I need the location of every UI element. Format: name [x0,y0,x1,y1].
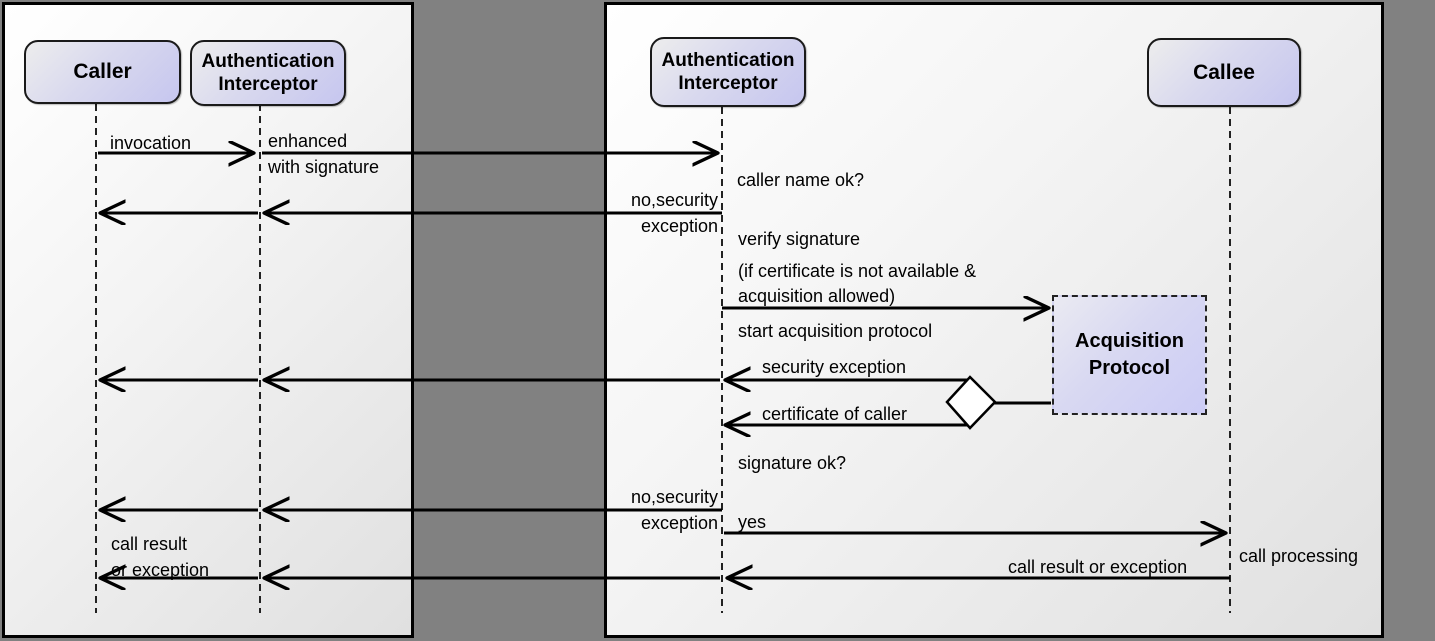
label-certificate-condition: (if certificate is not available & acqui… [738,261,977,306]
label-invocation: invocation [110,133,192,153]
participant-caller: Caller [24,40,181,104]
label-call-result-or-exception-right: call result or exception [1008,557,1188,577]
left-system-panel [2,2,414,638]
label-yes: yes [738,512,767,532]
label-enhanced-with-signature: enhanced with signature [268,131,380,177]
label-call-processing: call processing [1239,546,1359,566]
label-security-exception: security exception [762,357,907,377]
label-no-security-exception-top: no,security exception [630,190,718,236]
label-no-security-exception-bottom: no,security exception [630,487,718,533]
participant-auth-interceptor-left: Authentication Interceptor [190,40,346,106]
label-certificate-of-caller: certificate of caller [762,404,908,424]
participant-callee: Callee [1147,38,1301,107]
label-start-acquisition-protocol: start acquisition protocol [738,321,933,341]
label-caller-name-ok: caller name ok? [737,170,865,190]
label-signature-ok: signature ok? [738,453,847,473]
label-verify-signature: verify signature [738,229,861,249]
participant-auth-interceptor-right: Authentication Interceptor [650,37,806,107]
acquisition-protocol-box: Acquisition Protocol [1052,295,1207,415]
label-call-result-or-exception-left: call result or exception [111,534,210,580]
